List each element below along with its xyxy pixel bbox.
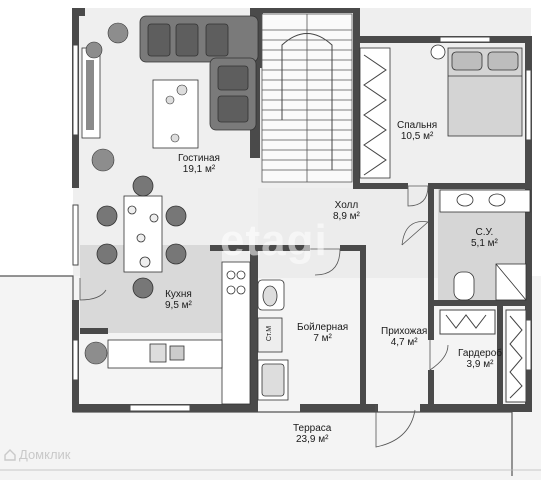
wardrobe-fixtures: [439, 309, 527, 403]
brand-logo: Домклик: [4, 447, 71, 462]
doors: [79, 185, 449, 448]
plants: [84, 22, 129, 365]
room-label-bathroom: С.У.5,1 м²: [471, 227, 498, 249]
home-icon: [4, 448, 16, 461]
windows: [72, 36, 532, 412]
washer-label: Ст.М: [266, 325, 274, 342]
bedroom-closet-hatching: [363, 54, 387, 176]
kitchen-counter: [107, 261, 251, 405]
bathroom-fixtures: [439, 189, 531, 301]
dining-set: [96, 175, 187, 299]
staircase: [261, 13, 353, 183]
sofa: [139, 15, 259, 131]
boiler-fixtures: [257, 279, 289, 401]
brand-name: Домклик: [19, 447, 71, 462]
bed: [359, 44, 523, 179]
watermark: etagi: [220, 216, 328, 265]
